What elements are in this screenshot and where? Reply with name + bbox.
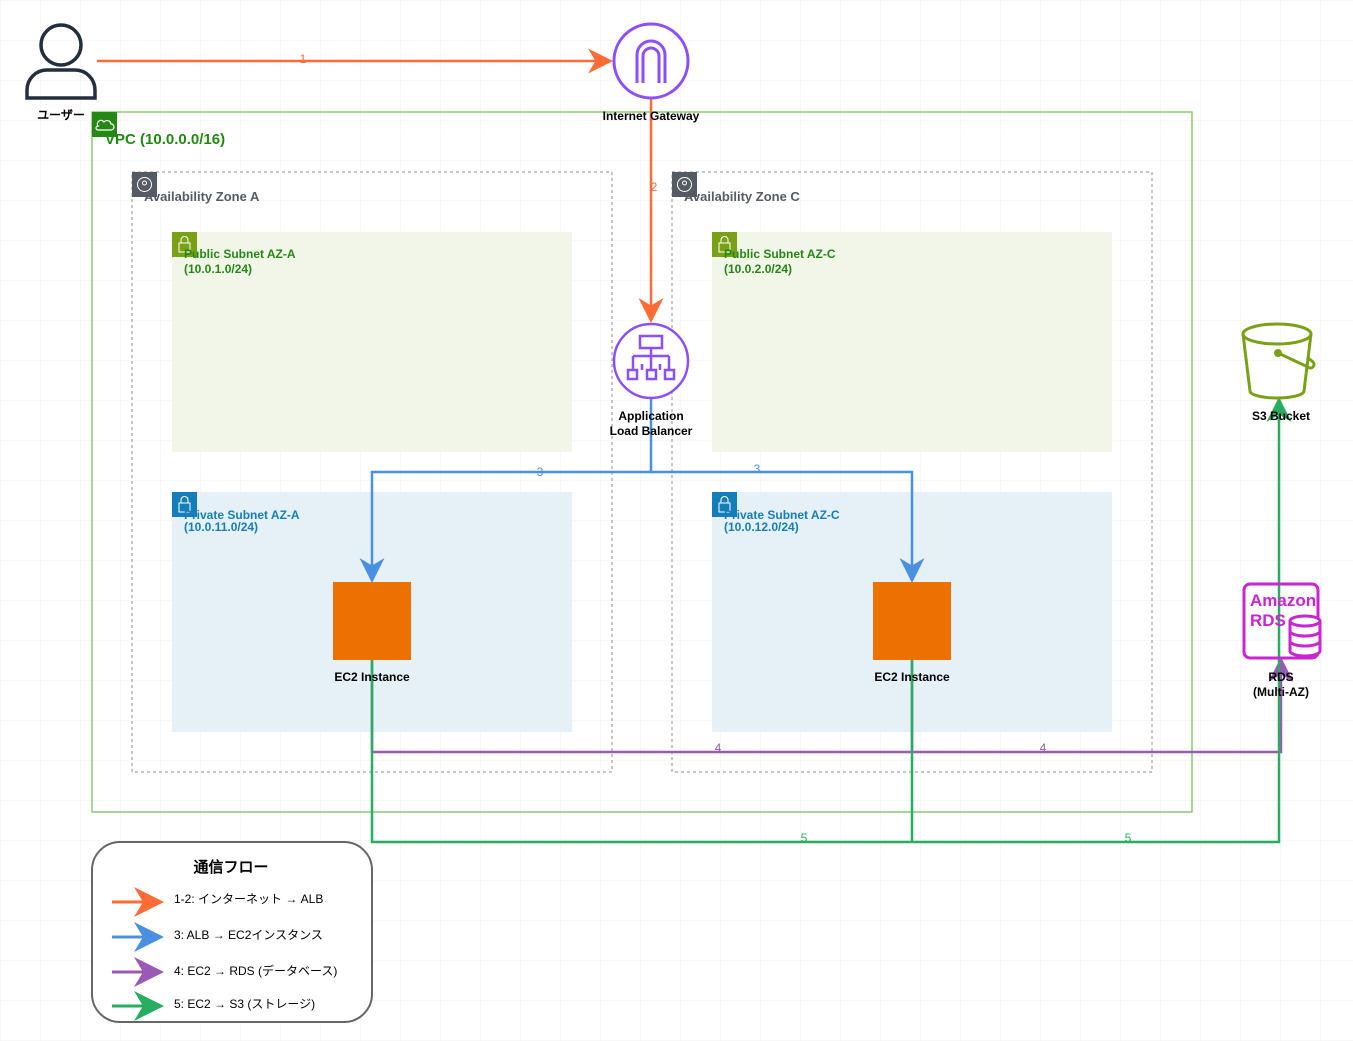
s3-bucket-icon[interactable] xyxy=(1241,322,1316,400)
rds-icon-text: RDS xyxy=(1250,611,1286,630)
az-c-label: Availability Zone C xyxy=(684,189,800,204)
ec2-instance-a-icon[interactable] xyxy=(333,582,411,660)
alb-label-line1: Application xyxy=(618,409,683,423)
internet-gateway-label: Internet Gateway xyxy=(603,109,700,123)
az-c-location-icon xyxy=(672,172,697,197)
public-subnet-a[interactable]: Public Subnet AZ-A (10.0.1.0/24) xyxy=(172,232,572,452)
public-subnet-c-cidr: (10.0.2.0/24) xyxy=(724,262,792,276)
edge-label-2: 2 xyxy=(651,180,658,194)
alb-label-line2: Load Balancer xyxy=(610,424,693,438)
edge-label-3a: 3 xyxy=(537,465,544,479)
internet-gateway-icon[interactable] xyxy=(612,22,690,100)
edge-label-4a: 4 xyxy=(715,741,722,755)
legend-title: 通信フロー xyxy=(193,858,268,876)
vpc-group[interactable] xyxy=(91,111,1193,813)
vpc-label: VPC (10.0.0.0/16) xyxy=(105,131,225,148)
edge-3-alb-to-ec2-a[interactable] xyxy=(359,399,653,583)
application-load-balancer-icon[interactable] xyxy=(612,322,690,400)
public-subnet-a-cidr: (10.0.1.0/24) xyxy=(184,262,252,276)
private-subnet-lock-icon xyxy=(712,492,737,517)
public-subnet-a-name: Public Subnet AZ-A xyxy=(184,247,296,261)
rds-label-line1: RDS xyxy=(1268,670,1293,684)
rds-icon-text: Amazon xyxy=(1250,591,1316,610)
private-subnet-a-name: Private Subnet AZ-A xyxy=(184,508,300,522)
private-subnet-a-cidr: (10.0.11.0/24) xyxy=(184,520,258,534)
legend-item-4: 5: EC2 → S3 (ストレージ) xyxy=(174,997,315,1011)
ec2-instance-a-label: EC2 Instance xyxy=(334,670,410,684)
edge-label-1: 1 xyxy=(300,52,307,66)
s3-bucket-label: S3 Bucket xyxy=(1252,409,1310,423)
edge-5-ec2-a-to-s3[interactable] xyxy=(370,397,1292,844)
private-subnet-c-cidr: (10.0.12.0/24) xyxy=(724,520,799,534)
legend-item-3: 4: EC2 → RDS (データベース) xyxy=(174,963,337,978)
rds-database-icon[interactable]: Amazon RDS xyxy=(1242,582,1322,660)
rds-label-line2: (Multi-AZ) xyxy=(1253,685,1309,699)
edge-label-4b: 4 xyxy=(1040,741,1047,755)
legend-item-2: 3: ALB → EC2インスタンス xyxy=(174,928,323,942)
edge-label-5a: 5 xyxy=(801,831,808,845)
az-a-label: Availability Zone A xyxy=(144,189,260,204)
public-subnet-lock-icon xyxy=(712,232,737,257)
legend-item-1: 1-2: インターネット → ALB xyxy=(174,892,323,906)
user-icon[interactable] xyxy=(25,23,97,100)
az-a-location-icon xyxy=(132,172,157,197)
private-subnet-c-name: Private Subnet AZ-C xyxy=(724,508,840,522)
edge-label-3b: 3 xyxy=(754,462,761,476)
ec2-instance-c-label: EC2 Instance xyxy=(874,670,950,684)
vpc-icon xyxy=(92,112,117,137)
edge-label-5b: 5 xyxy=(1125,831,1132,845)
private-subnet-lock-icon xyxy=(172,492,197,517)
user-label: ユーザー xyxy=(37,108,85,122)
public-subnet-lock-icon xyxy=(172,232,197,257)
legend: 通信フロー 1-2: インターネット → ALB 3: ALB → EC2インス… xyxy=(91,841,373,1023)
edge-3-alb-to-ec2-c[interactable] xyxy=(651,470,925,583)
ec2-instance-c-icon[interactable] xyxy=(873,582,951,660)
public-subnet-c-name: Public Subnet AZ-C xyxy=(724,247,836,261)
public-subnet-c[interactable]: Public Subnet AZ-C (10.0.2.0/24) xyxy=(712,232,1112,452)
